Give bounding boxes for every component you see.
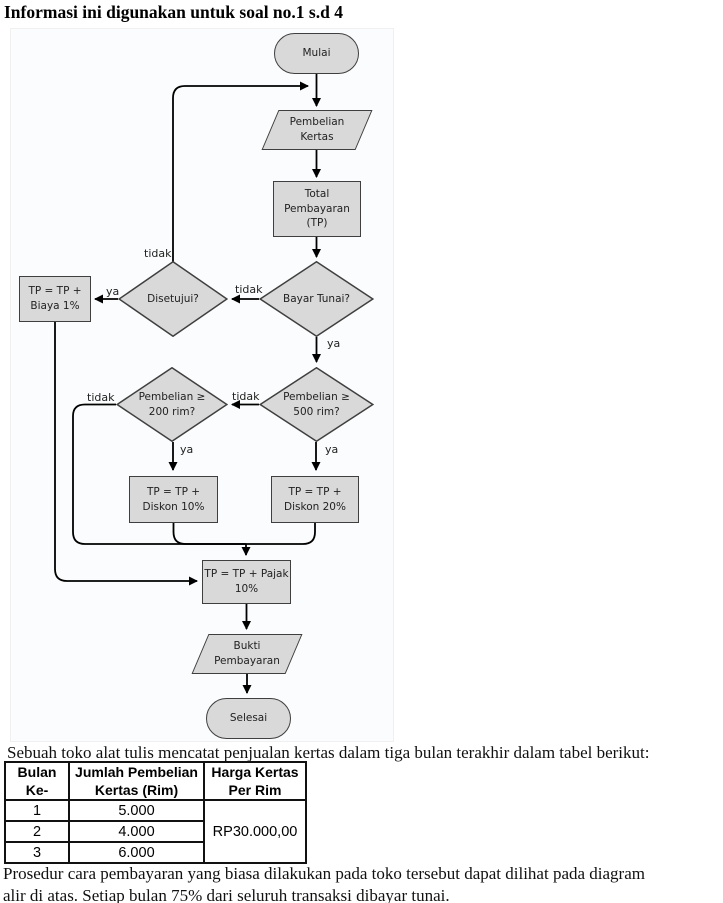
- col-header-bulan: Bulan Ke-: [4, 760, 70, 802]
- edge-label-disetujui-ya: ya: [106, 285, 120, 298]
- cell-jumlah: 5.000: [68, 799, 205, 823]
- edge-label-bayar-ya: ya: [327, 337, 341, 350]
- table-row: 2 4.000: [4, 820, 306, 844]
- intro-paragraph: Sebuah toko alat tulis mencatat penjuala…: [7, 743, 650, 762]
- footer-paragraph: Prosedur cara pembayaran yang biasa dila…: [3, 864, 645, 903]
- edge-label-p200-ya: ya: [180, 443, 194, 456]
- flowchart-node-bayar-tunai: Bayar Tunai?: [259, 261, 374, 337]
- edge-p200-collector: [72, 403, 246, 545]
- node-label: TP = TP + Diskon 10%: [142, 485, 205, 513]
- node-label: Pembelian Kertas: [289, 116, 345, 143]
- edge-label-p500-ya: ya: [325, 443, 339, 456]
- diamond-shape: [259, 367, 374, 442]
- flowchart-node-diskon-10: TP = TP + Diskon 10%: [129, 476, 218, 523]
- cell-jumlah: 4.000: [68, 820, 205, 844]
- node-label: Mulai: [302, 47, 331, 60]
- table-header-row: Bulan Ke- Jumlah Pembelian Kertas (Rim) …: [4, 760, 307, 802]
- page-title: Informasi ini digunakan untuk soal no.1 …: [4, 2, 343, 22]
- col-header-jumlah: Jumlah Pembelian Kertas (Rim): [68, 760, 205, 802]
- col-header-harga: Harga Kertas Per Rim: [203, 760, 307, 802]
- sales-table: Bulan Ke- Jumlah Pembelian Kertas (Rim) …: [4, 760, 307, 865]
- flowchart-node-pajak: TP = TP + Pajak 10%: [202, 560, 291, 604]
- node-label: TP = TP + Biaya 1%: [28, 285, 82, 312]
- node-label: Disetujui?: [147, 292, 199, 305]
- table-row: 3 6.000: [4, 841, 306, 865]
- cell-bulan: 3: [4, 841, 70, 865]
- edge-label-bayar-tidak: tidak: [235, 283, 263, 296]
- edge-disetujui-loop: [172, 81, 309, 262]
- flowchart-node-biaya: TP = TP + Biaya 1%: [19, 276, 91, 322]
- flowchart: Mulai Pembelian Kertas Total Pembayaran …: [10, 28, 394, 742]
- edge-diskon10-collector: [172, 523, 246, 545]
- node-label: Bukti Pembayaran: [214, 640, 280, 667]
- node-label: Bayar Tunai?: [283, 292, 350, 305]
- cell-bulan: 1: [4, 799, 70, 823]
- flowchart-node-total-pembayaran: Total Pembayaran (TP): [273, 181, 361, 237]
- flowchart-node-pembelian-500: Pembelian ≥ 500 rim?: [259, 367, 374, 442]
- flowchart-node-selesai: Selesai: [206, 698, 291, 739]
- edge-label-p200-tidak: tidak: [87, 391, 115, 404]
- flowchart-node-pembelian-200: Pembelian ≥ 200 rim?: [116, 367, 228, 442]
- cell-jumlah: 6.000: [68, 841, 205, 865]
- node-label: Pembelian ≥ 200 rim?: [138, 390, 206, 418]
- diamond-shape: [118, 261, 228, 337]
- table-row: 1 5.000 RP30.000,00: [4, 799, 307, 865]
- diamond-shape: [116, 367, 228, 442]
- edge-label-p500-tidak: tidak: [232, 390, 260, 403]
- diamond-shape: [259, 261, 374, 337]
- flowchart-node-pembelian-kertas: Pembelian Kertas: [261, 110, 373, 150]
- flowchart-node-disetujui: Disetujui?: [118, 261, 228, 337]
- node-label: TP = TP + Pajak 10%: [204, 568, 289, 595]
- flowchart-node-mulai: Mulai: [274, 33, 359, 74]
- cell-harga-merged: RP30.000,00: [203, 799, 307, 865]
- node-label: Total Pembayaran (TP): [284, 187, 350, 230]
- flowchart-node-diskon-20: TP = TP + Diskon 20%: [271, 476, 359, 523]
- node-label: Pembelian ≥ 500 rim?: [283, 390, 350, 418]
- node-label: Selesai: [229, 712, 268, 725]
- edge-diskon20-collector: [246, 523, 316, 545]
- flowchart-connectors: [54, 74, 321, 694]
- edge-label-disetujui-tidak: tidak: [144, 247, 172, 260]
- flowchart-node-bukti-pembayaran: Bukti Pembayaran: [191, 634, 303, 674]
- node-label: TP = TP + Diskon 20%: [284, 485, 346, 513]
- edge-biaya-pajak: [54, 322, 198, 586]
- cell-bulan: 2: [4, 820, 70, 844]
